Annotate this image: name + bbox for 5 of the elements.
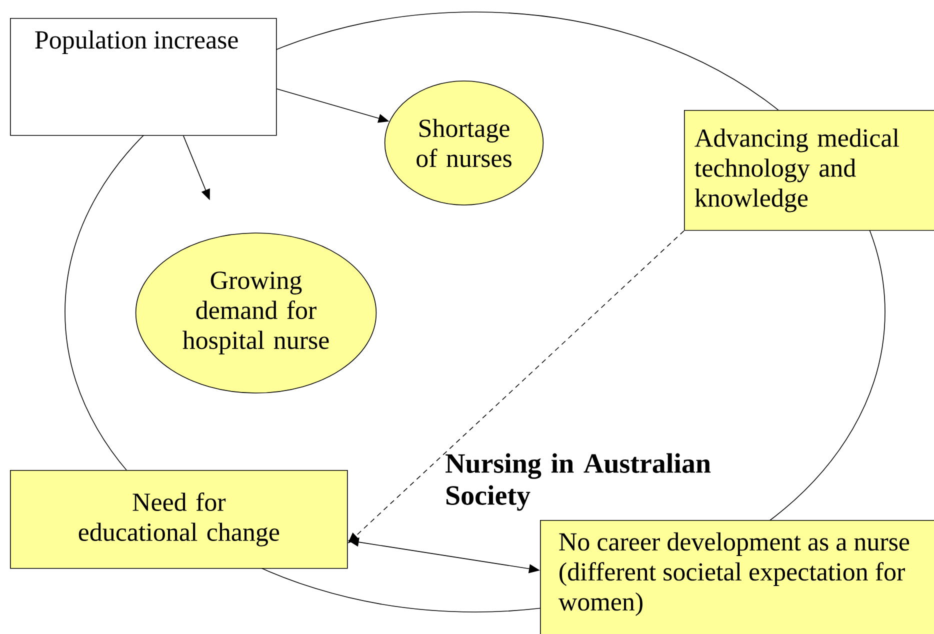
- process-box: Population increase: [10, 18, 277, 136]
- title-text: Nursing in Australian Society: [446, 453, 711, 511]
- process-box: Need for educational change: [10, 470, 348, 569]
- process-box: Advancing medical technology and knowledge: [684, 110, 934, 231]
- process-box: No career development as a nurse (different societal expectation for women): [540, 520, 934, 634]
